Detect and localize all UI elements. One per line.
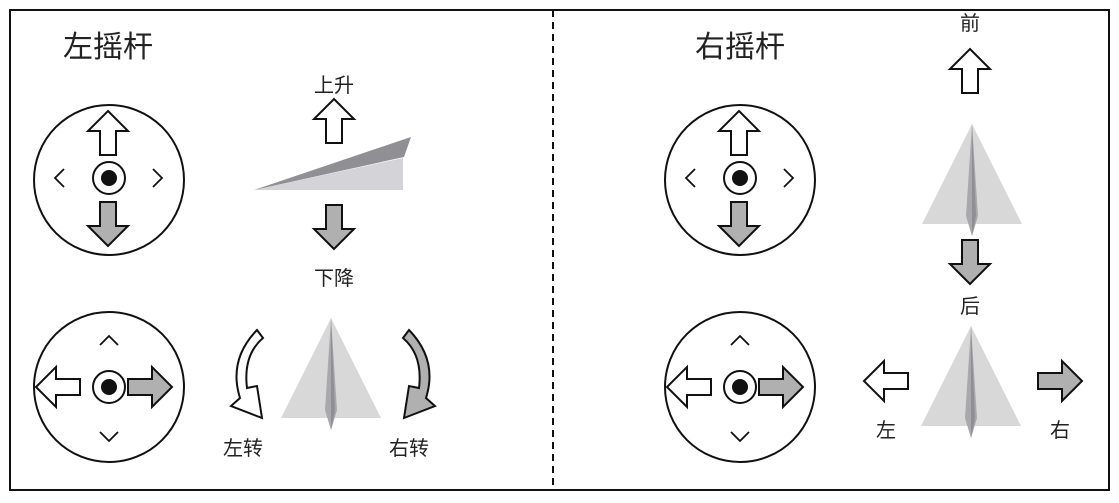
right-panel: 右摇杆 前 后 左 右 bbox=[664, 11, 1083, 463]
chevron-up-icon bbox=[730, 334, 750, 346]
arrow-right-icon bbox=[127, 366, 173, 408]
arrow-up-icon bbox=[949, 48, 991, 94]
backward-label: 后 bbox=[960, 294, 980, 318]
chevron-down-icon bbox=[99, 431, 119, 443]
plane-side-icon bbox=[254, 137, 411, 190]
joystick-circle bbox=[664, 104, 816, 256]
turn-right-label: 右转 bbox=[389, 436, 429, 460]
forward-label: 前 bbox=[960, 11, 980, 35]
arrow-down-icon bbox=[313, 204, 355, 250]
right-label: 右 bbox=[1050, 418, 1070, 442]
joystick-circle bbox=[33, 104, 185, 256]
left-stick-title: 左摇杆 bbox=[63, 30, 153, 65]
arrow-down-icon bbox=[718, 201, 760, 247]
chevron-down-icon bbox=[730, 431, 750, 443]
left-panel: 左摇杆 上升 下降 左转 右转 bbox=[33, 30, 437, 463]
arrow-right-icon bbox=[1037, 360, 1083, 402]
rotate-left-arrow-icon bbox=[229, 328, 265, 420]
left-label: 左 bbox=[876, 418, 896, 442]
arrow-left-icon bbox=[35, 366, 81, 408]
chevron-up-icon bbox=[99, 334, 119, 346]
plane-top-icon bbox=[922, 124, 1022, 236]
stick-center-icon bbox=[723, 161, 757, 195]
arrow-left-icon bbox=[863, 360, 909, 402]
arrow-up-icon bbox=[87, 110, 129, 156]
chevron-right-icon bbox=[783, 168, 795, 188]
chevron-left-icon bbox=[53, 168, 65, 188]
plane-top-icon bbox=[921, 326, 1021, 438]
stick-center-icon bbox=[92, 370, 126, 404]
arrow-up-icon bbox=[313, 98, 355, 144]
right-stick-vertical bbox=[664, 104, 816, 256]
arrow-down-icon bbox=[87, 201, 129, 247]
joystick-circle bbox=[664, 311, 816, 463]
arrow-left-icon bbox=[666, 366, 712, 408]
stick-center-icon bbox=[723, 370, 757, 404]
chevron-left-icon bbox=[684, 168, 696, 188]
rotate-right-arrow-icon bbox=[401, 328, 437, 420]
stick-center-icon bbox=[92, 161, 126, 195]
arrow-down-icon bbox=[949, 239, 991, 285]
ascend-label: 上升 bbox=[314, 73, 354, 97]
outer-frame bbox=[9, 9, 1110, 491]
plane-top-icon bbox=[281, 318, 381, 430]
right-stick-horizontal bbox=[664, 311, 816, 463]
arrow-right-icon bbox=[758, 366, 804, 408]
arrow-up-icon bbox=[718, 110, 760, 156]
left-stick-horizontal bbox=[33, 311, 185, 463]
right-stick-title: 右摇杆 bbox=[695, 30, 785, 65]
left-stick-vertical bbox=[33, 104, 185, 256]
turn-left-label: 左转 bbox=[223, 436, 263, 460]
chevron-right-icon bbox=[152, 168, 164, 188]
descend-label: 下降 bbox=[314, 266, 354, 290]
joystick-circle bbox=[33, 311, 185, 463]
